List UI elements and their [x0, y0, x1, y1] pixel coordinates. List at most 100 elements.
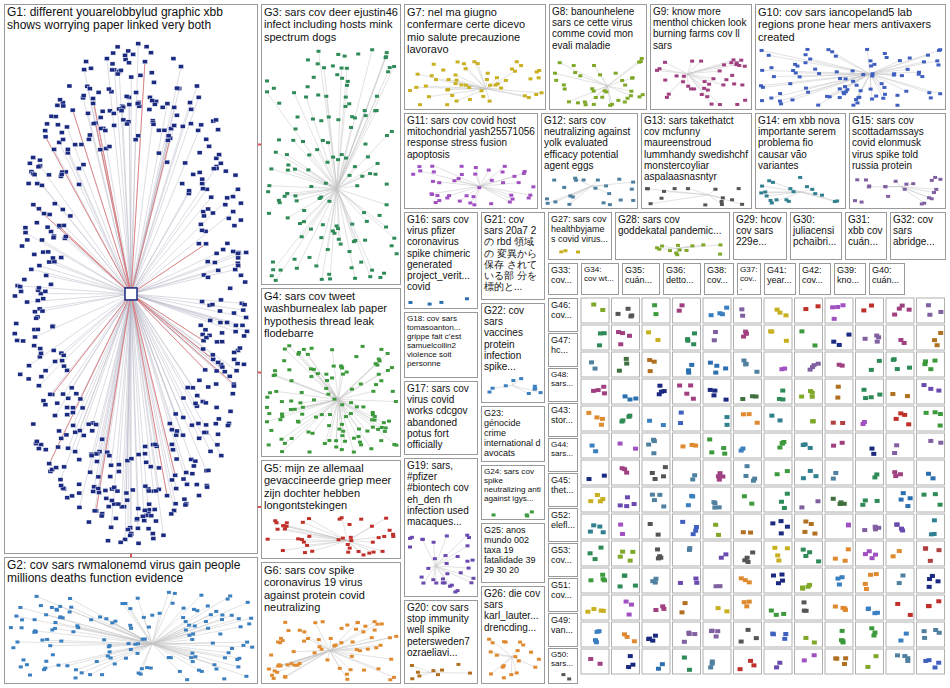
vertex — [178, 65, 183, 69]
network-edge — [131, 294, 204, 341]
vertex — [817, 72, 821, 75]
vertex — [73, 430, 78, 434]
network-edge — [337, 53, 387, 189]
network-edge — [780, 74, 870, 101]
vertex — [380, 622, 384, 625]
network-edge — [131, 138, 170, 294]
vertex — [326, 393, 330, 396]
vertex — [206, 468, 211, 472]
vertex — [233, 268, 238, 272]
network-edge — [152, 644, 191, 658]
network-edge — [338, 399, 345, 441]
network-edge — [330, 399, 338, 414]
vertex — [119, 109, 124, 113]
network-edge — [560, 63, 608, 86]
network-edge — [853, 74, 870, 82]
vertex — [77, 491, 82, 495]
vertex — [300, 235, 304, 238]
network-edge — [60, 294, 131, 480]
vertex — [360, 175, 364, 178]
vertex — [201, 214, 206, 218]
vertex — [300, 391, 304, 394]
network-edge — [330, 636, 397, 650]
network-edge — [131, 294, 175, 475]
vertex — [214, 610, 218, 613]
vertex — [341, 373, 345, 376]
vertex — [129, 648, 133, 651]
vertex — [460, 173, 464, 176]
vertex — [336, 158, 340, 161]
network-edge — [26, 233, 131, 294]
network-edge — [131, 167, 217, 294]
vertex — [82, 68, 87, 72]
vertex — [759, 84, 763, 87]
vertex — [384, 55, 388, 58]
vertex — [153, 442, 158, 446]
vertex — [87, 87, 92, 91]
vertex — [343, 440, 347, 443]
network-edge — [480, 186, 530, 195]
vertex — [495, 76, 499, 79]
vertex — [488, 84, 492, 87]
network-edge — [486, 89, 542, 93]
vertex — [31, 422, 36, 426]
vertex — [187, 634, 191, 637]
vertex — [265, 90, 269, 93]
vertex — [208, 449, 213, 453]
network-edge — [901, 187, 934, 193]
vertex — [283, 442, 287, 445]
vertex — [562, 186, 566, 189]
vertex — [102, 638, 106, 641]
vertex — [435, 194, 439, 197]
vertex — [236, 264, 241, 268]
vertex — [242, 303, 247, 307]
vertex — [904, 183, 908, 186]
vertex — [883, 52, 887, 55]
vertex — [103, 488, 108, 492]
network-edge — [285, 651, 329, 678]
network-edge — [338, 391, 373, 399]
network-edge — [94, 294, 131, 487]
vertex — [779, 102, 783, 105]
vertex — [309, 228, 313, 231]
network-edge — [330, 651, 394, 678]
vertex — [377, 536, 381, 539]
vertex — [174, 429, 179, 433]
vertex — [172, 105, 177, 109]
vertex — [149, 514, 154, 518]
vertex — [743, 99, 747, 102]
network-edge — [687, 74, 707, 90]
vertex — [820, 194, 824, 197]
vertex — [34, 439, 39, 443]
vertex — [898, 59, 902, 62]
vertex — [458, 200, 462, 203]
vertex — [61, 223, 66, 227]
vertex — [851, 69, 855, 72]
vertex — [331, 64, 335, 67]
network-edge — [152, 602, 248, 644]
vertex — [43, 403, 48, 407]
network-edge — [97, 294, 131, 454]
vertex — [932, 191, 936, 194]
network-edge — [131, 294, 222, 367]
network-edge — [436, 80, 486, 89]
vertex — [149, 71, 154, 75]
vertex — [194, 483, 199, 487]
vertex — [371, 426, 375, 429]
vertex — [488, 100, 492, 103]
vertex — [306, 168, 310, 171]
vertex — [165, 160, 170, 164]
network-edge — [37, 596, 153, 643]
vertex — [210, 211, 215, 215]
vertex — [291, 139, 295, 142]
vertex — [220, 365, 225, 369]
vertex — [358, 441, 362, 444]
network-edge — [338, 368, 392, 400]
network-edge — [870, 50, 939, 73]
vertex — [274, 390, 278, 393]
vertex — [125, 122, 130, 126]
vertex — [424, 85, 428, 88]
network-edge — [300, 189, 337, 224]
vertex — [202, 430, 207, 434]
vertex — [868, 59, 872, 62]
